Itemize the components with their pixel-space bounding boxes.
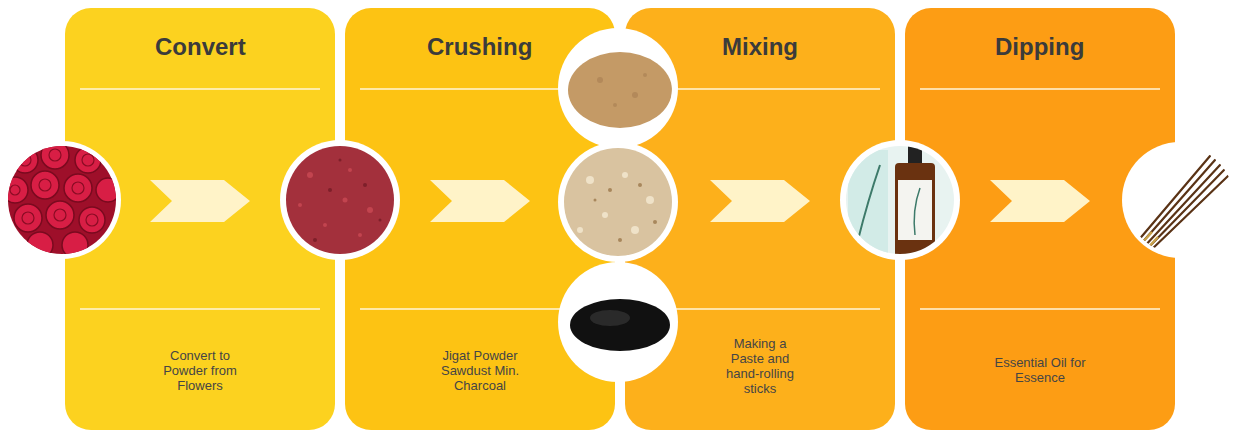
step-description: Essential Oil for Essence bbox=[994, 355, 1086, 385]
charcoal-photo bbox=[560, 265, 680, 385]
rose-photo bbox=[0, 140, 130, 260]
jigat-powder-photo bbox=[560, 30, 680, 150]
step-description: Convert to Powder from Flowers bbox=[150, 348, 250, 393]
process-panel: ConvertConvert to Powder from Flowers bbox=[65, 8, 335, 430]
process-panel: DippingEssential Oil for Essence bbox=[905, 8, 1175, 430]
step-description: Making a Paste and hand-rolling sticks bbox=[719, 336, 801, 396]
incense-sticks-photo bbox=[1120, 140, 1240, 260]
step-heading: Convert bbox=[155, 33, 246, 61]
essential-oil-photo bbox=[840, 140, 960, 260]
step-heading: Mixing bbox=[722, 33, 798, 61]
process-panel: CrushingJigat Powder Sawdust Min. Charco… bbox=[345, 8, 615, 430]
step-description: Jigat Powder Sawdust Min. Charcoal bbox=[430, 348, 530, 393]
process-panel: MixingMaking a Paste and hand-rolling st… bbox=[625, 8, 895, 430]
flower-powder-photo bbox=[280, 140, 400, 260]
image-rings bbox=[3, 28, 1238, 382]
step-heading: Crushing bbox=[427, 33, 532, 61]
step-heading: Dipping bbox=[995, 33, 1084, 61]
sawdust-photo bbox=[560, 145, 680, 265]
